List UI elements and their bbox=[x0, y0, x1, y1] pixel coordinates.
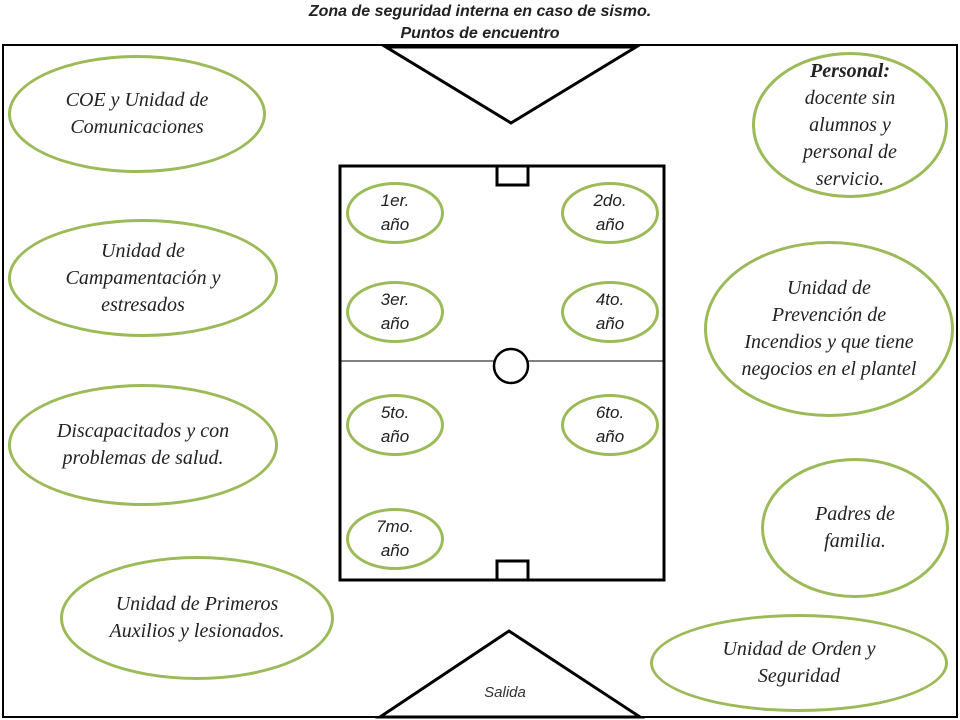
top-entrance-triangle bbox=[380, 45, 642, 125]
center-circle bbox=[492, 347, 530, 385]
exit-triangle bbox=[375, 629, 646, 719]
oval-discapacitados: Discapacitados y con problemas de salud. bbox=[8, 384, 278, 506]
oval-personal-content: Personal: docente sin alumnos y personal… bbox=[765, 58, 935, 193]
oval-incendios: Unidad de Prevención de Incendios y que … bbox=[704, 241, 954, 417]
grade-oval-5: 5to. año bbox=[346, 394, 444, 456]
grade-oval-4: 4to. año bbox=[561, 281, 659, 343]
oval-primeros-auxilios-text: Unidad de Primeros Auxilios y lesionados… bbox=[109, 593, 285, 642]
oval-incendios-text: Unidad de Prevención de Incendios y que … bbox=[741, 277, 917, 380]
oval-personal-label: Personal: bbox=[810, 59, 890, 82]
grade-oval-3: 3er. año bbox=[346, 281, 444, 343]
oval-campamentacion-text: Unidad de Campamentación y estresados bbox=[65, 239, 221, 316]
oval-personal: Personal: docente sin alumnos y personal… bbox=[752, 52, 948, 198]
oval-orden: Unidad de Orden y Seguridad bbox=[650, 614, 948, 712]
oval-personal-text: docente sin alumnos y personal de servic… bbox=[803, 86, 897, 190]
grade-oval-7: 7mo. año bbox=[346, 508, 444, 570]
oval-discapacitados-text: Discapacitados y con problemas de salud. bbox=[56, 420, 230, 469]
bottom-goal bbox=[495, 559, 530, 582]
grade-oval-2: 2do. año bbox=[561, 182, 659, 244]
oval-coe-text: COE y Unidad de Comunicaciones bbox=[65, 89, 209, 138]
oval-campamentacion: Unidad de Campamentación y estresados bbox=[8, 219, 278, 337]
oval-coe: COE y Unidad de Comunicaciones bbox=[8, 55, 266, 173]
top-goal bbox=[495, 164, 530, 187]
grade-oval-6: 6to. año bbox=[561, 394, 659, 456]
diagram-title: Zona de seguridad interna en caso de sis… bbox=[308, 3, 652, 20]
oval-orden-text: Unidad de Orden y Seguridad bbox=[722, 638, 876, 687]
oval-padres: Padres de familia. bbox=[761, 458, 949, 598]
oval-primeros-auxilios: Unidad de Primeros Auxilios y lesionados… bbox=[60, 556, 334, 680]
diagram-subtitle: Puntos de encuentro bbox=[400, 25, 560, 42]
grade-oval-1: 1er. año bbox=[346, 182, 444, 244]
oval-padres-text: Padres de familia. bbox=[815, 503, 895, 552]
exit-label: Salida bbox=[484, 684, 526, 701]
